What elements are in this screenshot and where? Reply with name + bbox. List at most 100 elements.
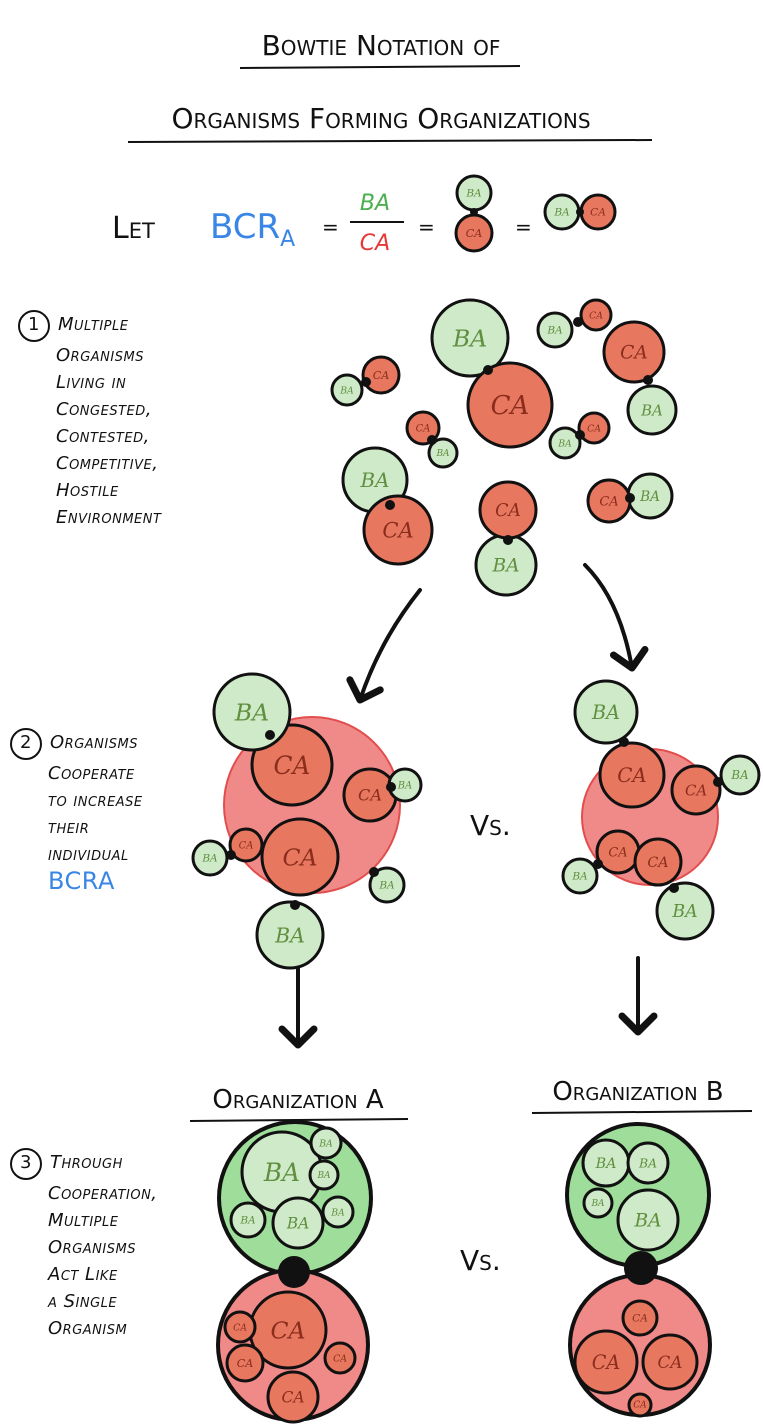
clusterA-benefit-3-label: BA [201,853,218,865]
scatter-cost-3 [579,298,613,332]
clusterB-cost-4-label: CA [647,855,668,871]
step-1-line-5: Contested, [56,426,150,447]
orgB-benefit-4-label: BA [633,1211,661,1232]
orgA-cost-5 [266,1370,320,1424]
scatter-knot-6 [575,430,585,440]
clusterB-benefit-2-label: BA [730,768,748,782]
step-3-line-3: Multiple [48,1210,119,1231]
orgA-cost-2-label: CA [233,1322,247,1333]
scatter-benefit-3-label: BA [546,325,563,337]
definition-equals-2: = [418,215,435,239]
scatter-benefit-6 [548,426,582,460]
clusterA-knot-2 [386,782,396,792]
orgA-cost-3 [225,1343,265,1383]
scatter-benefit-9-label: BA [639,489,660,505]
title-underline-1 [239,65,521,69]
orgB-benefit-3 [582,1187,614,1219]
orgA-benefit-2-label: BA [318,1138,333,1149]
definition-knot-h [576,208,584,216]
clusterB-benefit-2 [719,754,761,796]
scatter-cost-1-label: CA [491,391,530,421]
orgB-cost-3 [641,1333,699,1391]
orgB-benefit-3-label: BA [590,1199,605,1209]
organization-a-label: Organization A [212,1085,383,1115]
step-3-line-1: Through [50,1152,123,1173]
orgB-cost-4 [627,1392,653,1418]
scatter-knot-5 [427,435,437,445]
clusterA-knot-5 [290,900,300,910]
scatter-cost-4-label: CA [620,343,648,364]
scatter-cost-6-label: CA [587,423,601,434]
clusterA-benefit-5 [255,900,325,970]
orgA-cost-5-label: CA [281,1389,304,1407]
title: Bowtie Notation of Organisms Forming Org… [127,29,653,143]
step-2-line-4: their [48,817,90,838]
scatter-benefit-3 [536,311,574,349]
orgB-central-knot [624,1251,658,1285]
arrow-to-left-cluster [346,588,422,704]
definition-cost-circle-v-label: CA [466,227,483,240]
scatter-cost-7-label: CA [382,517,413,542]
step-1-line-4: Congested, [56,399,152,420]
clusterA-cost-3 [260,817,340,897]
orgA-benefit-4 [229,1201,267,1239]
scatter-knot-1 [483,365,493,375]
orgB-benefit-2-label: BA [638,1155,657,1170]
orgA-cost-1-label: CA [270,1316,305,1344]
step-2-line-2: Cooperate [48,763,135,784]
scatter-cost-6 [577,411,611,445]
orgA-benefit-2 [309,1126,343,1160]
step-2-line-3: to increase [48,790,143,811]
orgA-benefit-5 [271,1196,325,1250]
step-3-line-4: Organisms [48,1237,136,1258]
orgA-benefit-6 [321,1195,355,1229]
clusterA-benefit-2-label: BA [397,781,412,792]
clusterA-knot-1 [265,730,275,740]
orgB-cost-4-label: CA [633,1400,647,1410]
scatter-knot-7 [385,500,395,510]
scatter-benefit-4-label: BA [640,401,663,419]
step-3-line-2: Cooperation, [48,1183,158,1204]
clusterB-benefit-3-label: BA [571,871,588,883]
scatter-benefit-2-label: BA [339,385,354,396]
clusterA-benefit-1-label: BA [234,698,269,726]
orgB-benefit-1-label: BA [595,1156,617,1172]
definition-equals-3: = [515,215,532,239]
clusterA-benefit-4-label: BA [378,880,395,892]
step-1-line-8: Environment [56,507,162,528]
scatter-cost-3-label: CA [589,310,603,321]
scatter-cost-2-label: CA [373,369,390,382]
orgB-cost-2 [573,1329,639,1395]
scatter-benefit-6-label: BA [557,438,572,449]
clusterB-benefit-4-label: BA [671,902,697,922]
scatter-cost-7 [362,494,434,566]
clusterB-cost-2 [670,764,722,816]
step-2-number: 2 [10,728,42,760]
definition-denominator: CA [360,231,390,256]
clusterB-benefit-3 [561,857,599,895]
clusterA-cost-2-label: CA [358,786,382,805]
step-2-accent-bcr: BCRA [48,867,115,895]
clusterB-benefit-4 [655,881,715,941]
scatter-benefit-8-label: BA [491,556,519,577]
definition-benefit-circle-h-label: BA [553,207,570,219]
orgB-cost-1 [621,1299,659,1337]
clusterA-cost-4-label: CA [239,841,254,852]
step-1-number: 1 [18,310,50,342]
step-1-line-2: Organisms [56,345,144,366]
scatter-benefit-1-label: BA [452,324,487,352]
step-3-line-6: a Single [48,1291,118,1312]
title-line-2: Organisms Forming Organizations [171,102,590,135]
step-1-line-6: Competitive, [56,453,159,474]
orgA-benefit-3 [308,1159,340,1191]
step-1-line-7: Hostile [56,480,119,501]
scatter-cost-5-label: CA [416,424,431,435]
orgB-benefit-2 [626,1141,670,1185]
